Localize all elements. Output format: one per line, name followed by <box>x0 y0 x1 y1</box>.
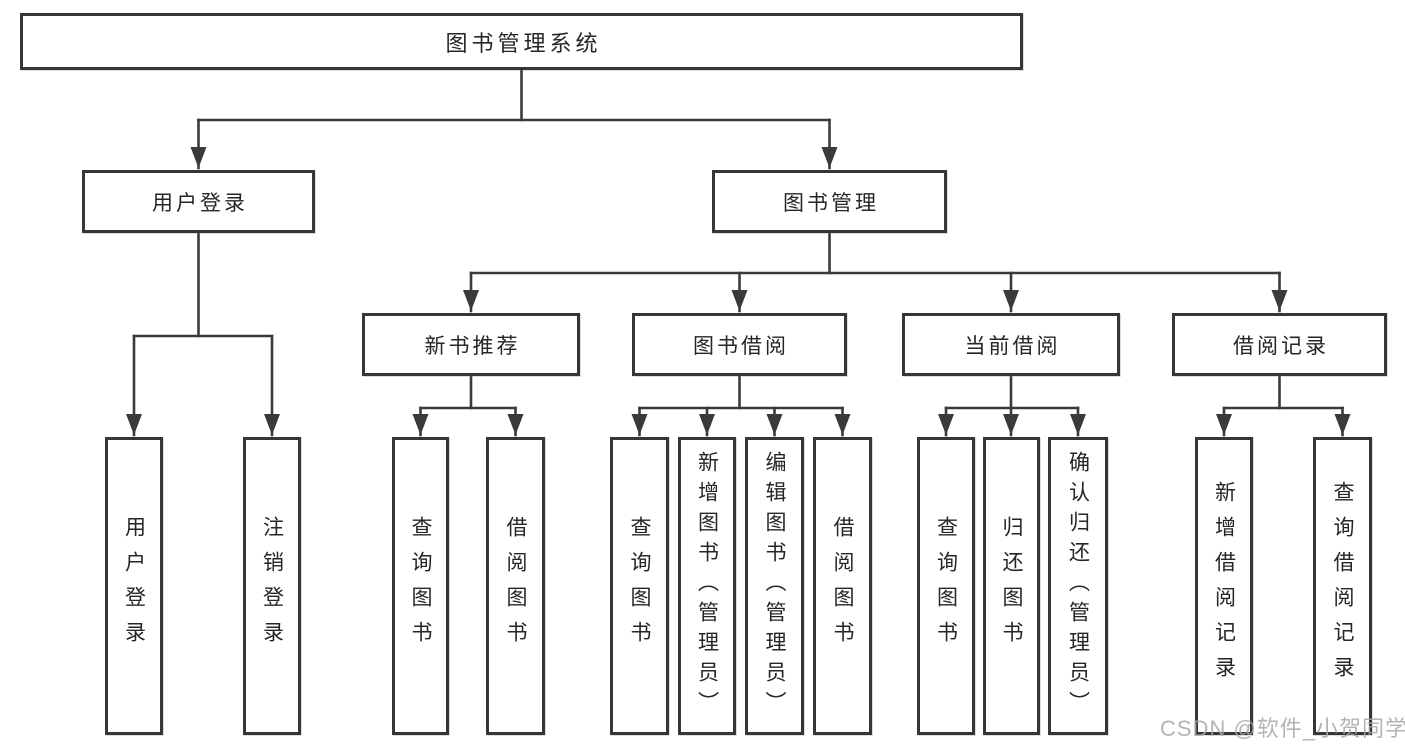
leaf-label: 查询图书 <box>934 516 958 656</box>
connector-current-borrowing-children <box>938 374 1086 437</box>
node-user-login-label: 用户登录 <box>152 191 248 215</box>
node-root-label: 图书管理系统 <box>445 30 602 56</box>
connector-book-borrowing-children <box>631 374 851 437</box>
node-leaf-confirm-return-admin: 确认归还（管理员） <box>1048 437 1108 735</box>
node-book-management-label: 图书管理 <box>783 191 879 215</box>
node-user-login: 用户登录 <box>82 170 315 233</box>
connector-user-login-children <box>126 231 280 437</box>
node-leaf-borrow-books-borrowing: 借阅图书 <box>813 437 872 735</box>
leaf-label: 查询图书 <box>409 516 432 656</box>
connector-root-to-level1 <box>190 68 838 170</box>
node-leaf-return-books: 归还图书 <box>983 437 1040 735</box>
leaf-label: 新增图书（管理员） <box>695 451 719 721</box>
leaf-label: 查询借阅记录 <box>1331 481 1354 691</box>
node-new-book-recommend-label: 新书推荐 <box>424 334 521 358</box>
node-leaf-add-borrow-record: 新增借阅记录 <box>1195 437 1253 735</box>
connector-borrowing-records-children <box>1216 374 1351 437</box>
node-leaf-borrow-books-recommend: 借阅图书 <box>486 437 545 735</box>
node-leaf-query-books-current: 查询图书 <box>917 437 975 735</box>
node-borrowing-records-label: 借阅记录 <box>1233 334 1329 358</box>
node-current-borrowing: 当前借阅 <box>902 313 1120 376</box>
leaf-label: 查询图书 <box>628 516 651 656</box>
node-borrowing-records: 借阅记录 <box>1172 313 1387 376</box>
node-leaf-logout: 注销登录 <box>243 437 301 735</box>
node-leaf-user-login: 用户登录 <box>105 437 163 735</box>
leaf-label: 归还图书 <box>1000 516 1023 656</box>
node-book-borrowing: 图书借阅 <box>632 313 847 376</box>
node-leaf-query-books-recommend: 查询图书 <box>392 437 449 735</box>
node-book-management: 图书管理 <box>712 170 947 233</box>
leaf-label: 用户登录 <box>122 516 146 656</box>
leaf-label: 新增借阅记录 <box>1212 481 1236 691</box>
connector-book-management-children <box>463 231 1288 313</box>
node-book-borrowing-label: 图书借阅 <box>693 334 789 358</box>
node-current-borrowing-label: 当前借阅 <box>964 334 1061 358</box>
node-leaf-edit-books-admin: 编辑图书（管理员） <box>745 437 804 735</box>
csdn-watermark: CSDN @软件_小贺同学 <box>1160 716 1405 741</box>
node-new-book-recommend: 新书推荐 <box>362 313 580 376</box>
node-leaf-query-books-borrowing: 查询图书 <box>610 437 669 735</box>
node-root: 图书管理系统 <box>20 13 1023 70</box>
node-leaf-add-books-admin: 新增图书（管理员） <box>678 437 736 735</box>
node-leaf-query-borrow-record: 查询借阅记录 <box>1313 437 1372 735</box>
leaf-label: 注销登录 <box>260 516 284 656</box>
leaf-label: 借阅图书 <box>504 516 527 656</box>
leaf-label: 编辑图书（管理员） <box>763 451 786 721</box>
connector-new-book-recommend-children <box>412 374 524 437</box>
leaf-label: 借阅图书 <box>831 516 854 656</box>
leaf-label: 确认归还（管理员） <box>1066 451 1090 721</box>
